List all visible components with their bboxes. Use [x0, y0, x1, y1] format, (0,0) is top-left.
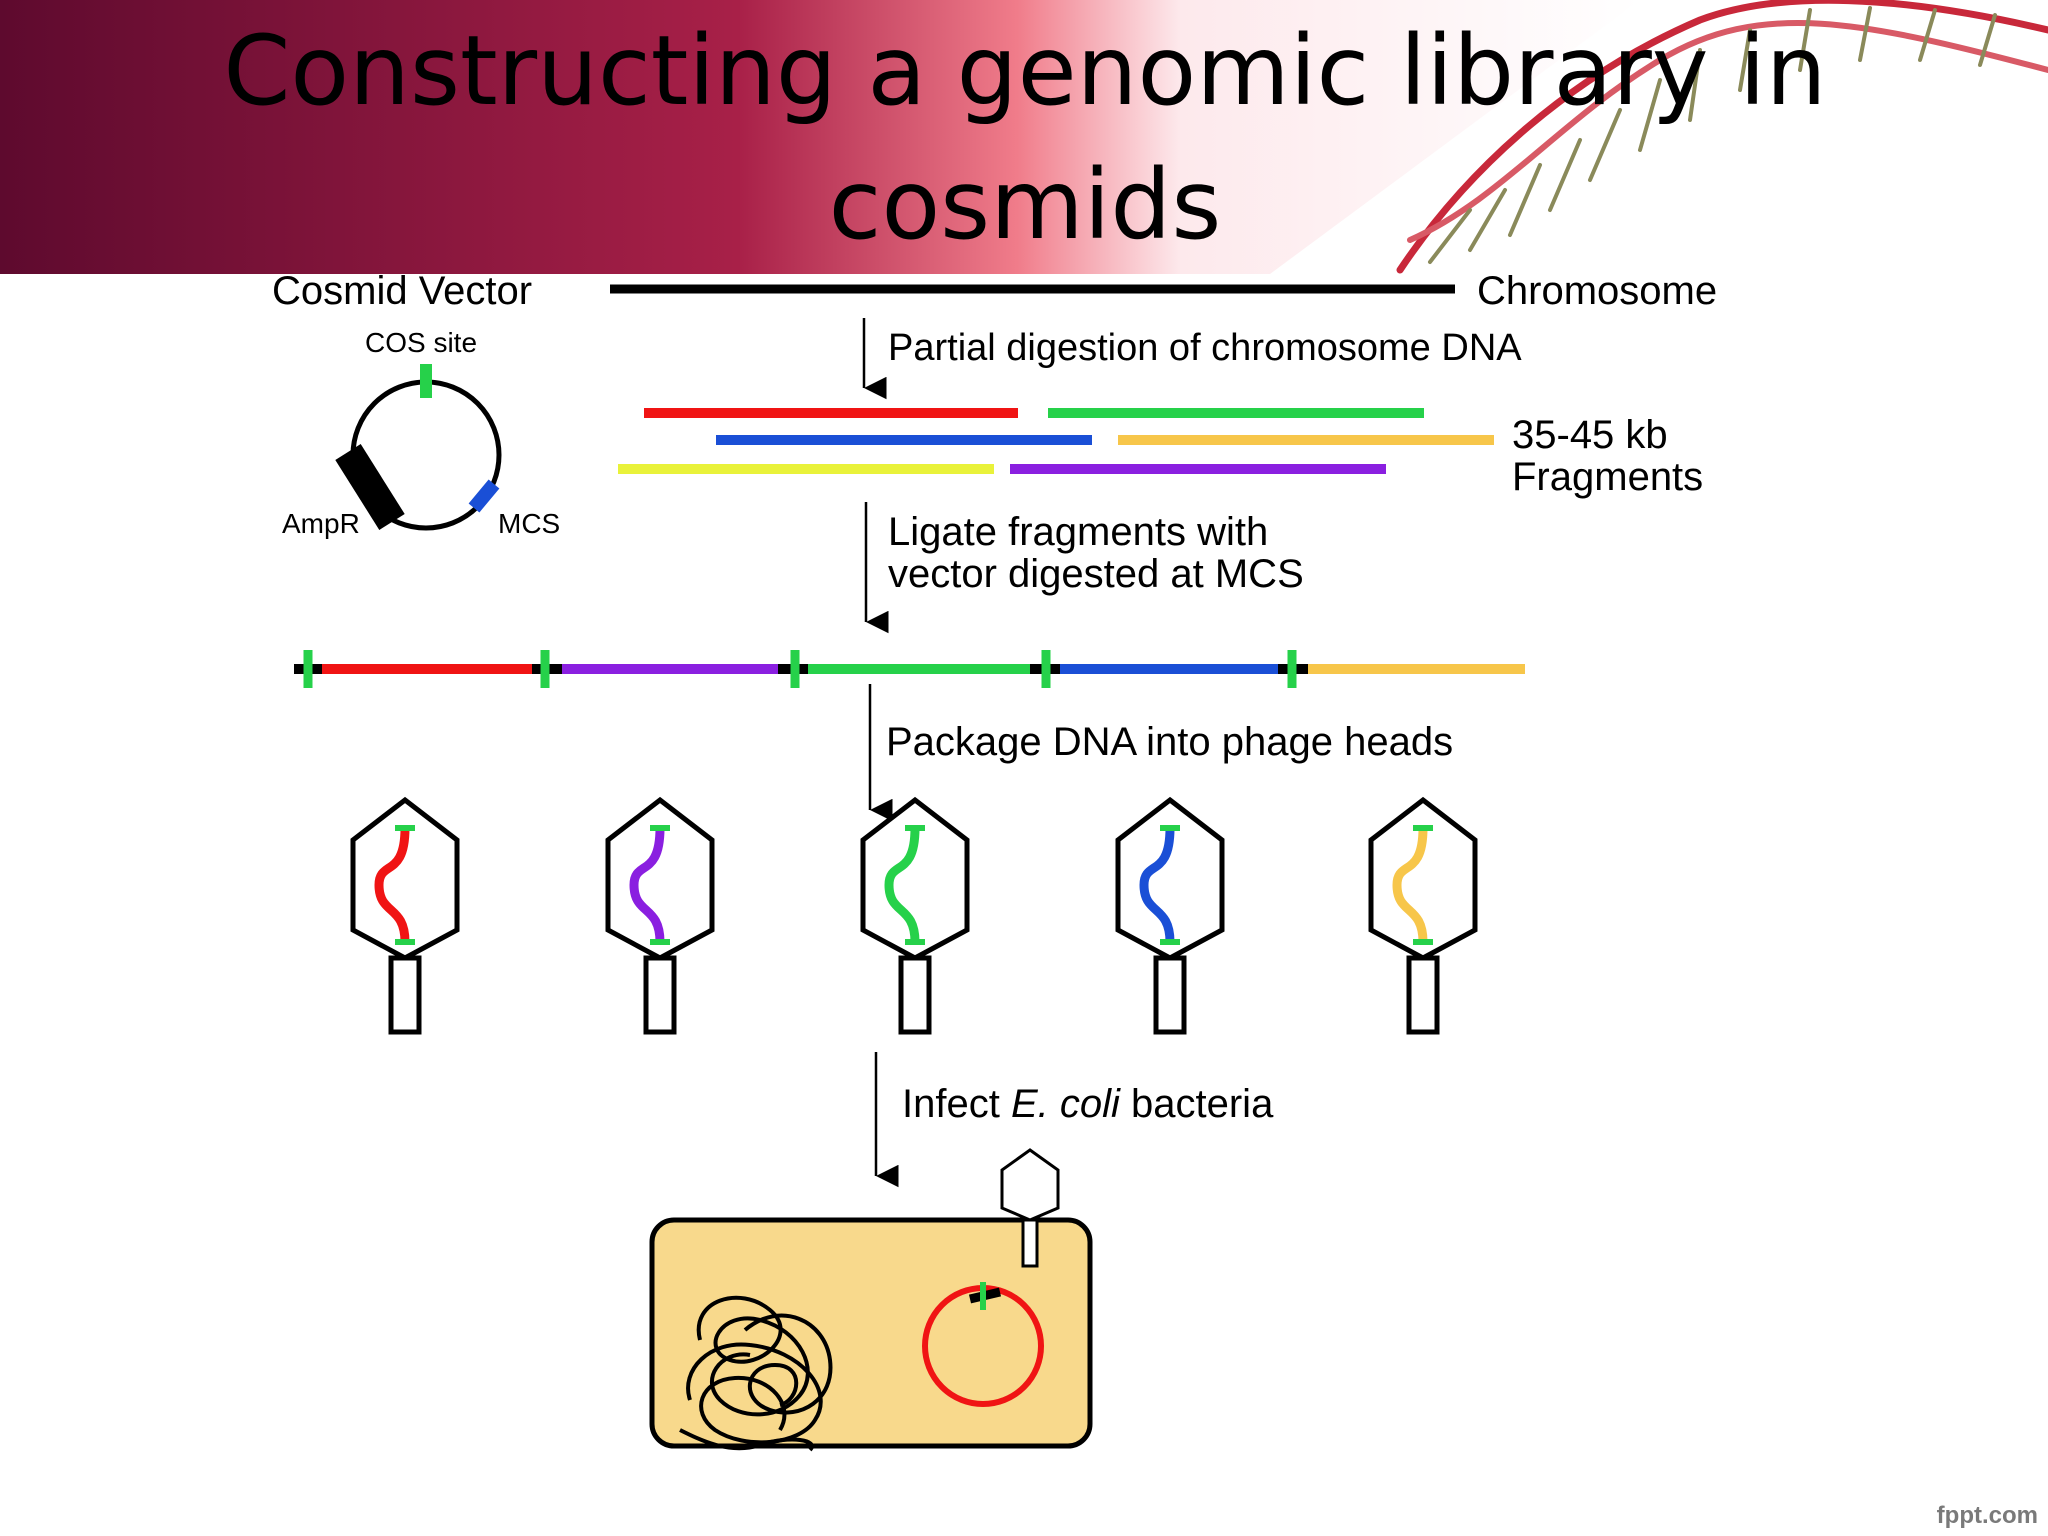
cos-site-label: COS site [365, 327, 477, 358]
phage-icon [350, 796, 460, 1035]
ampr-label: AmpR [282, 508, 360, 539]
phage-icon [860, 796, 970, 1035]
page-title: Constructing a genomic library in cosmid… [223, 15, 1827, 261]
concatemer [294, 650, 1525, 688]
chromosomal-dna-tangle [679, 1295, 833, 1452]
step4-suffix: bacteria [1120, 1082, 1274, 1126]
mcs-label: MCS [498, 508, 560, 539]
phage-icon [605, 796, 715, 1035]
step1-label: Partial digestion of chromosome DNA [888, 327, 1522, 369]
step3-label: Package DNA into phage heads [886, 720, 1453, 764]
ampr-gene [335, 444, 405, 530]
banner-band [0, 0, 1640, 274]
step4-label: Infect E. coli bacteria [902, 1082, 1274, 1126]
fragments-label: Fragments [1512, 455, 1703, 499]
attached-phage [1000, 1148, 1060, 1268]
step2-label-line1: Ligate fragments with [888, 510, 1268, 554]
phage-icon [1368, 796, 1478, 1035]
cos-junctions [294, 650, 1308, 688]
mcs-marker [468, 479, 500, 513]
bacterial-cell [649, 1217, 1093, 1449]
plasmid-icon [335, 364, 502, 531]
step4-prefix: Infect [902, 1082, 1011, 1126]
cosmid-vector-label: Cosmid Vector [272, 269, 532, 313]
fragment-size-label: 35-45 kb [1512, 413, 1668, 457]
step4-species: E. coli [1011, 1082, 1121, 1126]
phage-icon [1115, 796, 1225, 1035]
dna-helix-icon [1396, 0, 2048, 274]
title-banner [0, 0, 2048, 274]
dna-fragments [618, 408, 1494, 474]
footer-watermark: fppt.com [1936, 1502, 2038, 1529]
bacterium-icon [649, 1148, 1093, 1452]
chromosome-label: Chromosome [1477, 269, 1717, 313]
step2-label-line2: vector digested at MCS [888, 552, 1304, 596]
